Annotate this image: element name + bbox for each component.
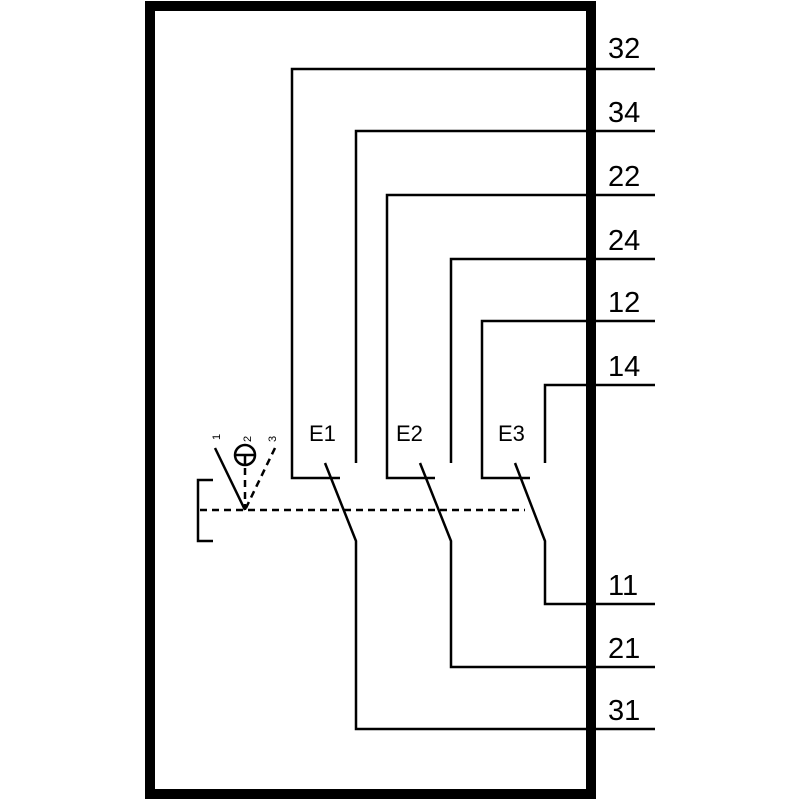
housing-frame: [145, 1, 596, 799]
terminal-11: 11: [608, 570, 638, 602]
terminal-32: 32: [608, 33, 640, 65]
wire-24: [449, 257, 655, 463]
contact-e3-label: E3: [498, 421, 525, 446]
wire-22: [385, 193, 655, 480]
terminal-14: 14: [608, 351, 640, 383]
position-2-label: 2: [242, 436, 254, 442]
wire-32: [290, 67, 655, 480]
terminal-24: 24: [608, 225, 640, 257]
wiring: [196, 67, 655, 731]
contact-e2-blade: [418, 462, 655, 669]
terminal-12: 12: [608, 287, 640, 319]
position-3-label: 3: [267, 436, 279, 442]
terminal-21: 21: [608, 633, 640, 665]
wire-12: [480, 319, 655, 480]
terminal-34: 34: [608, 97, 640, 129]
wire-34: [354, 129, 655, 463]
actuator-bracket: [196, 478, 213, 543]
mechanical-linkage: [200, 447, 525, 512]
contact-e3-blade: [513, 462, 655, 606]
position-1-label: 1: [211, 434, 223, 440]
contact-e1-blade: [323, 462, 655, 731]
contact-e1-label: E1: [309, 421, 336, 446]
wire-14: [543, 383, 655, 463]
contact-e2-label: E2: [396, 421, 423, 446]
actuator-lever: [213, 447, 247, 511]
terminal-22: 22: [608, 161, 640, 193]
terminal-31: 31: [608, 695, 640, 727]
